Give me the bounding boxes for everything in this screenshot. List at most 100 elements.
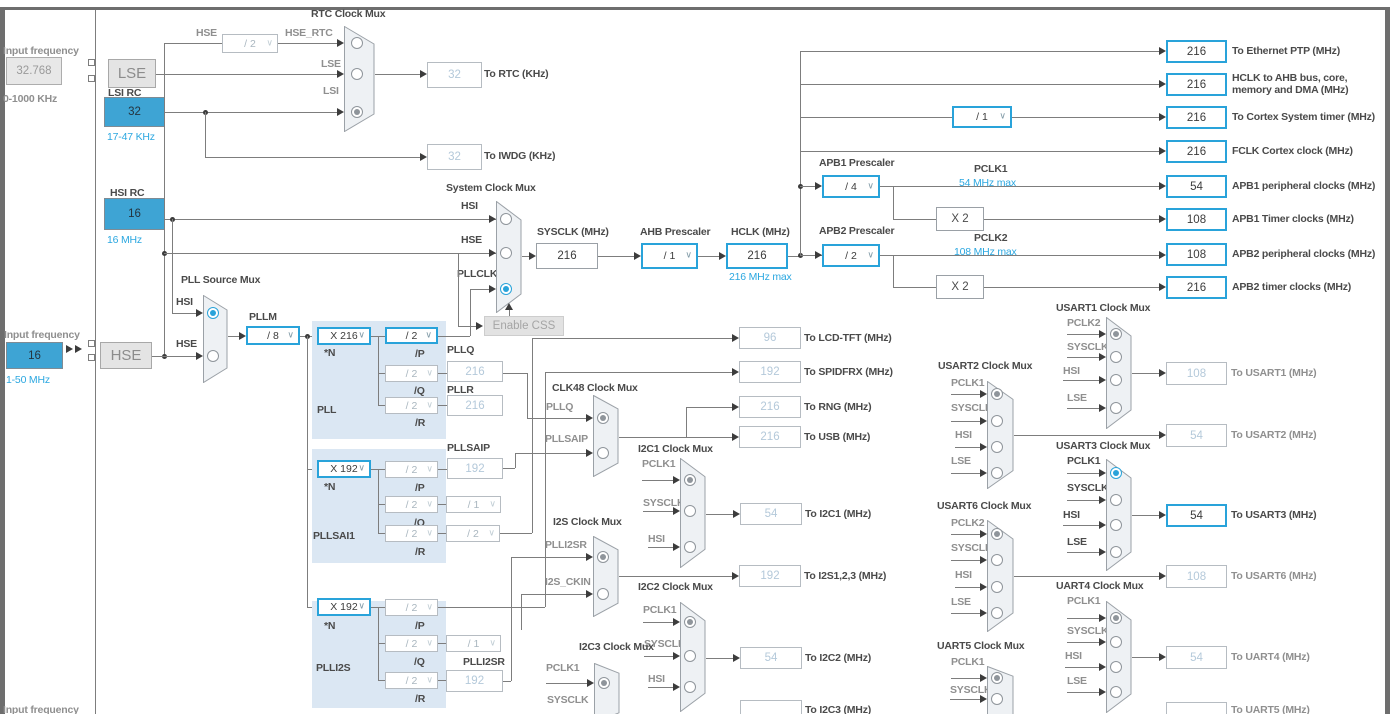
periph-output-value-box[interactable] [1166,702,1227,714]
hclk-output-value-box[interactable]: 216 [1166,276,1227,299]
mux-radio[interactable] [1110,686,1122,698]
mux-radio[interactable] [1110,351,1122,363]
periph-output-value-box[interactable]: 192 [739,565,801,587]
pllsai-p-dropdown[interactable]: / 2∨ [385,461,438,478]
mux-radio[interactable] [1110,494,1122,506]
pllq-value-box[interactable]: 216 [447,361,503,382]
hse-oscillator-block[interactable]: HSE [100,342,152,369]
hclk-output-value-box[interactable]: 216 [1166,140,1227,163]
periph-output-value-box[interactable]: 192 [739,361,801,383]
periph-output-value-box[interactable]: 54 [1166,646,1227,669]
pll-p-dropdown[interactable]: / 2∨ [385,327,438,344]
pll-r-dropdown[interactable]: / 2∨ [385,397,438,414]
plli2s-q-dropdown[interactable]: / 2∨ [385,635,438,652]
mux-radio[interactable] [1110,402,1122,414]
mux-radio[interactable] [991,528,1003,540]
hsi-value-box[interactable]: 16 [104,198,165,230]
periph-output-value-box[interactable]: 54 [740,503,802,525]
mux-radio[interactable] [1110,661,1122,673]
plli2s-r-dropdown[interactable]: / 2∨ [385,672,438,689]
mux-radio[interactable] [207,307,219,319]
mux-radio[interactable] [991,467,1003,479]
apb1-timer-multiplier-box[interactable]: X 2 [936,207,984,231]
hse-input-frequency-box[interactable]: 16 [6,342,63,369]
pll-n-dropdown[interactable]: X 216∨ [317,327,371,345]
plli2s-q2-dropdown[interactable]: / 1∨ [446,635,501,652]
plli2sr-value-box[interactable]: 192 [446,670,503,692]
mux-radio[interactable] [684,681,696,693]
pll-q-dropdown[interactable]: / 2∨ [385,365,438,382]
mux-radio[interactable] [991,388,1003,400]
mux-radio[interactable] [991,607,1003,619]
mux-radio[interactable] [597,588,609,600]
periph-output-value-box[interactable]: 216 [739,396,801,418]
mux-radio[interactable] [991,581,1003,593]
hclk-output-value-box[interactable]: 108 [1166,243,1227,266]
apb2-prescaler-dropdown[interactable]: / 2∨ [822,244,880,267]
mux-radio[interactable] [991,693,1003,705]
mux-radio[interactable] [351,106,363,118]
mux-radio[interactable] [991,554,1003,566]
pllr-value-box[interactable]: 216 [447,395,503,416]
pllsai-r2-dropdown[interactable]: / 2∨ [446,525,500,542]
periph-output-value-box[interactable] [740,700,802,714]
rtc-hse-divider-dropdown[interactable]: / 2∨ [222,34,278,53]
apb2-timer-multiplier-box[interactable]: X 2 [936,275,984,299]
periph-output-value-box[interactable]: 108 [1166,362,1227,385]
cortex-prescaler-dropdown[interactable]: / 1∨ [952,106,1012,128]
mux-radio[interactable] [597,551,609,563]
lse-input-frequency-box[interactable]: 32.768 [6,57,62,85]
mux-radio[interactable] [991,441,1003,453]
mux-radio[interactable] [991,672,1003,684]
hclk-output-value-box[interactable]: 108 [1166,208,1227,231]
periph-output-value-box[interactable]: 54 [1166,504,1227,527]
pllsaip-value-box[interactable]: 192 [447,458,503,479]
periph-output-value-box[interactable]: 96 [739,327,801,349]
mux-radio[interactable] [597,447,609,459]
hclk-output-value-box[interactable]: 216 [1166,106,1227,129]
lse-oscillator-block[interactable]: LSE [108,59,156,88]
plli2s-p-dropdown[interactable]: / 2∨ [385,599,438,616]
mux-radio[interactable] [684,505,696,517]
pllsai-r-dropdown[interactable]: / 2∨ [385,525,438,542]
ahb-prescaler-dropdown[interactable]: / 1∨ [641,243,698,269]
mux-radio[interactable] [597,412,609,424]
hclk-output-value-box[interactable]: 216 [1166,40,1227,63]
pllsai-q2-dropdown[interactable]: / 1∨ [446,496,501,513]
plli2s-n-dropdown[interactable]: X 192∨ [317,598,371,616]
mux-radio[interactable] [1110,612,1122,624]
mux-radio[interactable] [684,541,696,553]
mux-radio[interactable] [351,68,363,80]
mux-radio[interactable] [598,677,610,689]
mux-radio[interactable] [1110,328,1122,340]
mux-radio[interactable] [1110,636,1122,648]
mux-radio[interactable] [500,247,512,259]
hclk-value-box[interactable]: 216 [726,243,788,269]
mux-radio[interactable] [684,474,696,486]
pllsai-q-dropdown[interactable]: / 2∨ [385,496,438,513]
pllm-dropdown[interactable]: / 8∨ [246,326,300,345]
apb1-prescaler-dropdown[interactable]: / 4∨ [822,175,880,198]
to-rtc-value-box[interactable]: 32 [427,62,482,88]
enable-css-button[interactable]: Enable CSS [484,316,564,336]
mux-radio[interactable] [991,415,1003,427]
periph-output-value-box[interactable]: 108 [1166,565,1227,588]
hclk-output-value-box[interactable]: 216 [1166,73,1227,96]
periph-output-value-box[interactable]: 216 [739,426,801,448]
mux-radio[interactable] [500,213,512,225]
mux-radio[interactable] [684,650,696,662]
pllsai-n-dropdown[interactable]: X 192∨ [317,460,371,478]
sysclk-value-box[interactable]: 216 [536,243,598,269]
hclk-output-value-box[interactable]: 54 [1166,175,1227,198]
mux-radio[interactable] [1110,546,1122,558]
mux-radio[interactable] [500,283,512,295]
mux-radio[interactable] [684,616,696,628]
periph-output-value-box[interactable]: 54 [740,647,802,669]
mux-radio[interactable] [207,350,219,362]
mux-radio[interactable] [1110,519,1122,531]
to-iwdg-value-box[interactable]: 32 [427,144,482,170]
periph-output-value-box[interactable]: 54 [1166,424,1227,447]
mux-radio[interactable] [1110,467,1122,479]
lsi-value-box[interactable]: 32 [104,97,165,127]
mux-radio[interactable] [1110,374,1122,386]
